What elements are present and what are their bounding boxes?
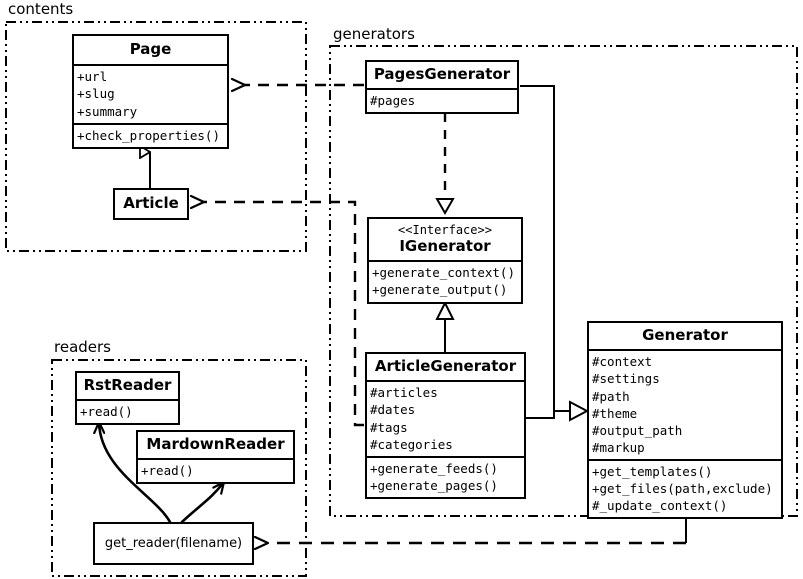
class-stereotype-igenerator: <<Interface>> [398,223,492,237]
attribute-markup: #markup [592,439,645,455]
class-title-igenerator: IGenerator [399,237,491,255]
class-box-page[interactable]: Page +url +slug +summary +check_properti… [72,34,229,149]
relation-get-reader-creates-mardownreader [180,480,226,524]
function-label-get-reader: get_reader(filename) [104,536,243,551]
operation-generate-context: +generate_context() [372,265,515,281]
relation-articlegenerator-inherits-generator [526,411,555,419]
package-label-readers: readers [52,338,113,356]
class-name-page: Page [129,40,172,58]
attribute-dates: #dates [370,402,416,418]
attribute-articles: #articles [370,385,438,401]
class-name-rstreader: RstReader [83,376,172,394]
class-name-article: Article [123,194,179,212]
package-label-contents: contents [6,0,76,18]
attribute-settings: #settings [592,371,660,387]
relation-pagesgenerator-realizes-igenerator [435,113,455,216]
attribute-summary: +summary [77,103,138,119]
class-name-igenerator: <<Interface>> IGenerator [369,219,521,260]
class-operations-rstreader: +read() [77,399,178,423]
class-box-igenerator[interactable]: <<Interface>> IGenerator +generate_conte… [367,217,523,304]
attribute-slug: +slug [77,86,115,102]
class-name-mardownreader: MardownReader [146,435,285,453]
class-name-articlegenerator: ArticleGenerator [374,357,517,375]
attribute-path: #path [592,388,630,404]
operation-get-templates: +get_templates() [592,464,713,479]
relation-articlegenerator-realizes-igenerator [435,300,455,352]
operation-update-context: #_update_context() [592,498,728,514]
class-operations-generator: +get_templates() +get_files(path,exclude… [589,459,781,517]
class-operations-igenerator: +generate_context() +generate_output() [369,260,521,301]
class-box-generator[interactable]: Generator #context #settings #path #them… [587,321,783,520]
class-name-generator: Generator [642,326,728,344]
class-attributes-articlegenerator: #articles #dates #tags #categories [367,380,524,456]
attribute-categories: #categories [370,436,453,452]
class-attributes-page: +url +slug +summary [74,64,227,122]
operation-generate-pages: +generate_pages() [370,477,498,493]
attribute-pages: #pages [370,93,416,109]
class-box-mardownreader[interactable]: MardownReader +read() [136,430,295,485]
attribute-tags: #tags [370,419,408,435]
relation-articlegenerator-depends-article [204,202,364,427]
class-operations-page: +check_properties() [74,122,227,147]
operation-check-properties: +check_properties() [77,127,220,143]
package-label-generators: generators [331,25,417,43]
class-operations-mardownreader: +read() [138,458,293,482]
class-box-article[interactable]: Article [113,188,189,221]
operation-generate-output: +generate_output() [372,282,508,298]
class-box-rstreader[interactable]: RstReader +read() [75,371,180,426]
operation-read-rst: +read() [80,404,133,420]
attribute-context: #context [592,354,653,370]
class-box-articlegenerator[interactable]: ArticleGenerator #articles #dates #tags … [365,352,526,499]
attribute-theme: #theme [592,405,638,421]
class-attributes-generator: #context #settings #path #theme #output_… [589,349,781,459]
class-attributes-pagesgenerator: #pages [367,88,517,112]
attribute-output-path: #output_path [592,422,683,438]
class-name-pagesgenerator: PagesGenerator [373,65,511,83]
function-box-get-reader[interactable]: get_reader(filename) [93,522,254,565]
class-box-pagesgenerator[interactable]: PagesGenerator #pages [365,60,519,115]
operation-generate-feeds: +generate_feeds() [370,460,498,476]
operation-read-markdown: +read() [141,463,194,479]
relation-pagesgenerator-inherits-generator [520,85,590,422]
class-operations-articlegenerator: +generate_feeds() +generate_pages() [367,455,524,497]
operation-get-files: +get_files(path,exclude) [592,481,773,497]
attribute-url: +url [77,69,108,85]
